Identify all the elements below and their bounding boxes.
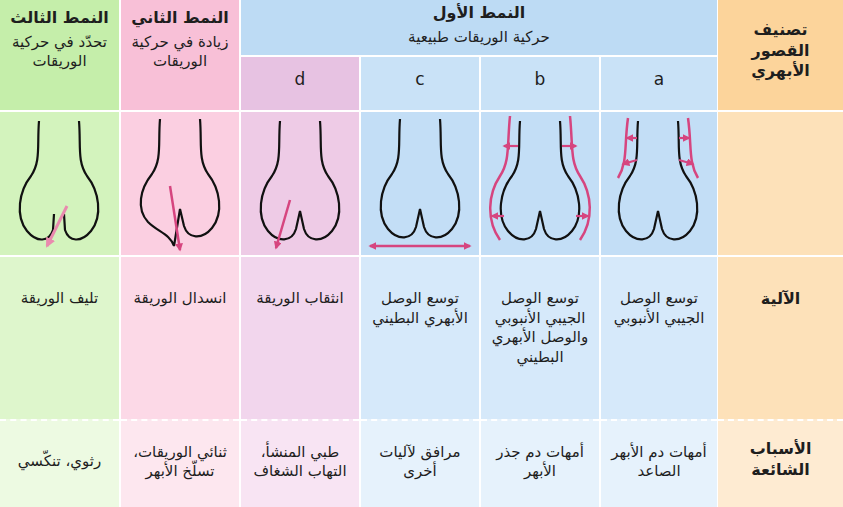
dilation-arrow — [679, 160, 693, 164]
aortic-root-outline — [501, 121, 579, 239]
cell-title: النمط الأول — [433, 3, 526, 24]
dilation-arrow — [492, 215, 504, 217]
dilation-curve — [618, 118, 628, 178]
cell-title: انسدال الوريقة — [134, 289, 227, 309]
cell-ground — [121, 112, 239, 255]
row-header-cell: الآلية — [718, 257, 843, 419]
subtype-header: a — [601, 57, 717, 110]
mechanism-cell: توسع الوصل الأبهري البطيني — [361, 257, 479, 419]
cell-title: توسع الوصل الجيبي الأنبوبي والوصل الأبهر… — [487, 289, 593, 367]
mechanism-cell: تليف الوريقة — [0, 257, 119, 419]
cell-title: b — [535, 68, 546, 90]
dilation-arrow — [504, 145, 518, 147]
restriction-arrow — [47, 206, 67, 246]
row-header-cell: الأسباب الشائعة — [718, 419, 843, 507]
cell-title: c — [415, 68, 424, 90]
annulus-arrow — [370, 245, 470, 248]
valve-illustration — [141, 119, 219, 250]
cell-title: طبي المنشأ، التهاب الشغاف — [247, 443, 353, 482]
dilation-curve — [490, 116, 510, 240]
cause-cell: مرافق لآليات أخرى — [361, 419, 479, 507]
cause-cell: رثوي، تنكّسي — [0, 419, 119, 507]
cell-ground — [481, 112, 599, 255]
valve-illustration — [370, 119, 470, 246]
cell-ground — [601, 112, 717, 255]
cell-subtitle: حركية الوريقات طبيعية — [408, 28, 550, 48]
cell-title: رثوي، تنكّسي — [18, 452, 101, 472]
cause-cell: طبي المنشأ، التهاب الشغاف — [241, 419, 359, 507]
cell-title: النمط الثالث — [10, 8, 108, 29]
cell-ground — [361, 112, 479, 255]
cause-cell: أمهات دم جذر الأبهر — [481, 419, 599, 507]
dilation-curve — [570, 116, 590, 240]
subtype-header: b — [481, 57, 599, 110]
dilation-arrow — [623, 160, 637, 164]
cell-title: تصنيف القصور الأبهري — [724, 20, 837, 82]
mechanism-cell: توسع الوصل الجيبي الأنبوبي والوصل الأبهر… — [481, 257, 599, 419]
dilation-arrow — [627, 137, 637, 139]
aortic-root-outline — [619, 121, 697, 239]
valve-illustration — [490, 116, 590, 240]
row-header-cell: تصنيف القصور الأبهري — [718, 0, 843, 110]
cell-title: d — [295, 68, 306, 90]
cell-title: النمط الثاني — [131, 8, 229, 29]
prolapse-arrow — [170, 186, 180, 250]
perforation-arrow — [276, 200, 290, 248]
mechanism-cell: توسع الوصل الجيبي الأنبوبي — [601, 257, 717, 419]
cell-title: مرافق لآليات أخرى — [367, 443, 473, 482]
valve-illustration — [618, 118, 698, 239]
mechanism-cell: انسدال الوريقة — [121, 257, 239, 419]
cell-subtitle: زيادة في حركية الوريقات — [127, 33, 233, 72]
valve-illustration — [20, 121, 98, 246]
valve-illustration — [261, 121, 339, 248]
cell-ground — [0, 112, 119, 255]
dilation-arrow — [679, 137, 689, 139]
subtype-header: d — [241, 57, 359, 110]
aortic-root-outline — [381, 119, 459, 237]
cause-cell: أمهات دم الأبهر الصاعد — [601, 419, 717, 507]
cause-cell: ثنائي الوريقات، تسلّخ الأبهر — [121, 419, 239, 507]
subtype-header: c — [361, 57, 479, 110]
pattern-header: النمط الثاني زيادة في حركية الوريقات — [121, 0, 239, 110]
cell-title: الآلية — [761, 289, 801, 310]
cell-title: أمهات دم الأبهر الصاعد — [607, 443, 711, 482]
mechanism-cell: انثقاب الوريقة — [241, 257, 359, 419]
dilation-arrow — [562, 145, 576, 147]
aortic-root-outline — [64, 121, 98, 240]
cell-title: توسع الوصل الجيبي الأنبوبي — [607, 289, 711, 328]
cell-title: توسع الوصل الأبهري البطيني — [367, 289, 473, 328]
aortic-root-outline — [20, 121, 54, 240]
dilation-arrow — [576, 215, 588, 217]
cell-ground — [241, 112, 359, 255]
dilation-curve — [688, 118, 698, 178]
pattern-header: النمط الثالث تحدّد في حركية الوريقات — [0, 0, 119, 110]
cell-title: الأسباب الشائعة — [724, 439, 837, 481]
cell-title: أمهات دم جذر الأبهر — [487, 443, 593, 482]
cell-ground — [718, 112, 843, 255]
cell-title: ثنائي الوريقات، تسلّخ الأبهر — [127, 443, 233, 482]
aortic-root-outline — [261, 121, 339, 239]
cell-title: تليف الوريقة — [21, 289, 99, 309]
aortic-root-outline — [141, 119, 219, 246]
cell-subtitle: تحدّد في حركية الوريقات — [6, 33, 113, 72]
cell-title: a — [654, 68, 664, 90]
pattern-header: النمط الأول حركية الوريقات طبيعية — [241, 0, 717, 55]
cell-title: انثقاب الوريقة — [256, 289, 343, 309]
